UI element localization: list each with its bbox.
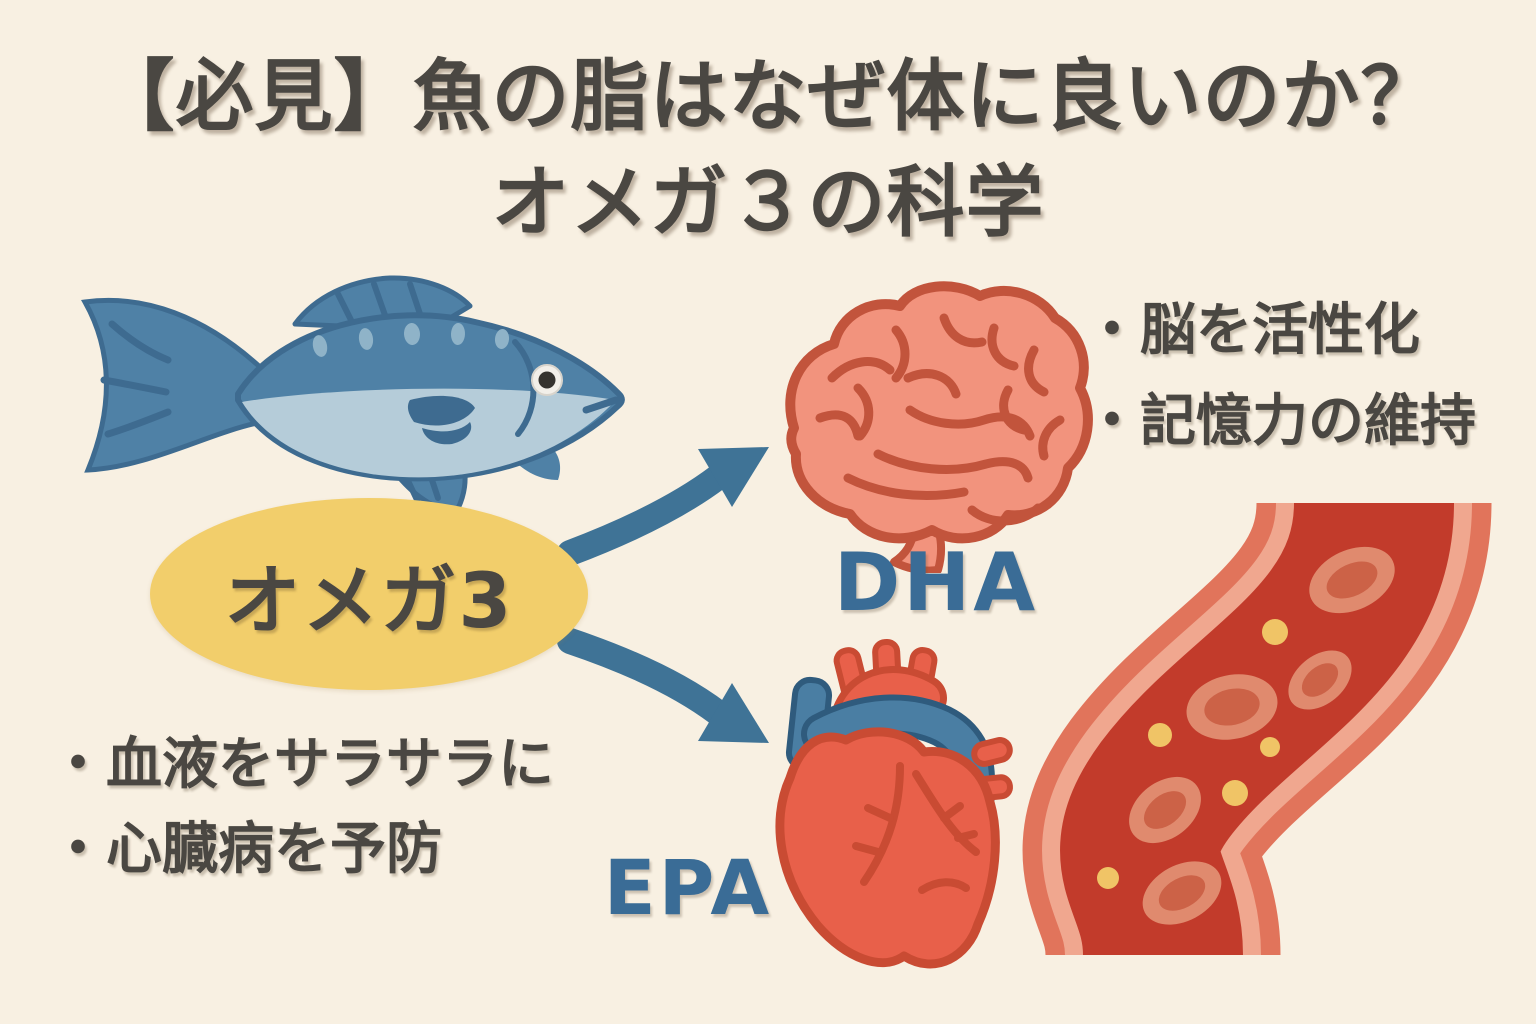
- title-line-2: オメガ３の科学: [491, 158, 1045, 249]
- epa-benefits: ・血液をサラサラに ・心臓病を予防: [50, 722, 554, 892]
- dha-label: DHA: [833, 536, 1039, 629]
- fish-pectoral-fin: [407, 395, 475, 445]
- dha-benefit-2: ・記憶力の維持: [1084, 388, 1476, 454]
- heart-body: [775, 727, 1000, 969]
- brain-icon: [785, 281, 1093, 573]
- brain-outline: [785, 281, 1093, 544]
- dha-benefits: ・脳を活性化 ・記憶力の維持: [1084, 286, 1476, 467]
- heart-icon: [775, 638, 1013, 969]
- arrow-to-epa-icon: [557, 628, 769, 743]
- fish-spots: [312, 323, 510, 357]
- omega3-lipid-dots: [1097, 619, 1288, 889]
- epa-label: EPA: [603, 843, 773, 932]
- arrow-to-dha-icon: [557, 447, 769, 566]
- page-title: 【必見】魚の脂はなぜ体に良いのか？ オメガ３の科学: [0, 44, 1536, 256]
- fish-mouth: [582, 396, 620, 414]
- blood-vessel-icon: [1022, 497, 1492, 961]
- omega3-label: オメガ3: [224, 556, 514, 645]
- omega3-node: オメガ3: [150, 498, 588, 690]
- fish-tail: [81, 297, 269, 473]
- heart-veins: [852, 762, 980, 894]
- fish-eye-icon: [531, 364, 563, 396]
- brain-stem: [890, 526, 946, 573]
- epa-benefit-2: ・心臓病を予防: [50, 817, 442, 883]
- title-line-1: 【必見】魚の脂はなぜ体に良いのか？: [96, 52, 1440, 142]
- flow-arrows: [557, 447, 769, 743]
- epa-benefit-1: ・血液をサラサラに: [50, 732, 554, 797]
- heart-right-vessels: [971, 737, 1013, 801]
- brain-sulci: [815, 313, 1065, 526]
- fish-icon: [81, 275, 625, 517]
- dha-benefit-1: ・脳を活性化: [1084, 298, 1420, 363]
- red-blood-cells: [1129, 546, 1395, 925]
